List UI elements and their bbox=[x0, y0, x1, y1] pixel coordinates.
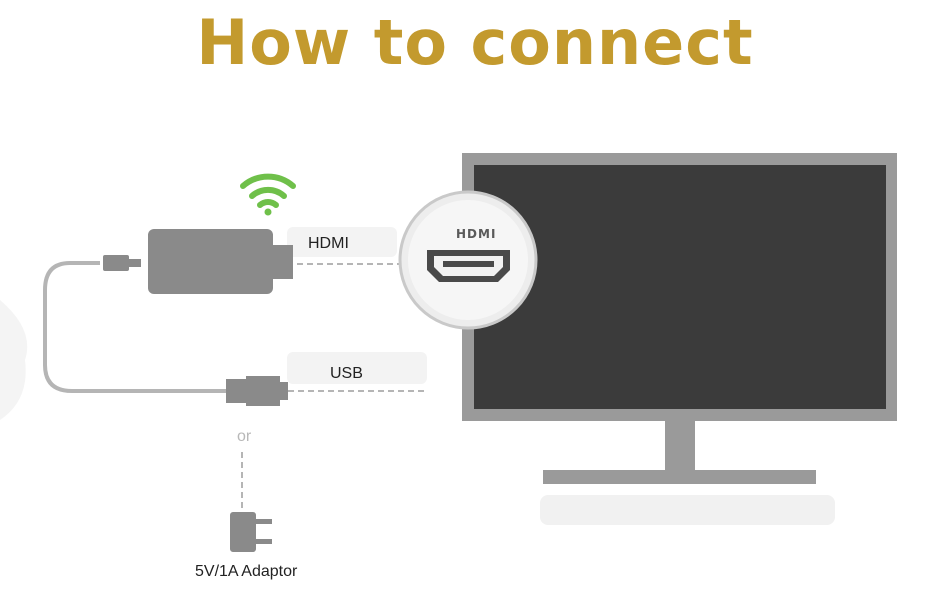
monitor-stand-base bbox=[543, 470, 816, 484]
hdmi-port-label: HDMI bbox=[456, 227, 497, 241]
usb-label: USB bbox=[330, 365, 363, 382]
dongle-icon bbox=[148, 229, 293, 294]
monitor-screen bbox=[474, 165, 886, 409]
hdmi-port-icon bbox=[398, 190, 538, 330]
adaptor-label: 5V/1A Adaptor bbox=[195, 563, 298, 580]
usb-cable bbox=[43, 261, 228, 393]
monitor-stand-neck bbox=[665, 421, 695, 473]
wifi-icon bbox=[240, 173, 296, 216]
usb-plug-icon bbox=[226, 376, 288, 406]
micro-usb-connector bbox=[103, 255, 129, 271]
page-title: How to connect bbox=[196, 6, 754, 79]
power-adaptor-icon bbox=[230, 512, 272, 552]
or-label: or bbox=[237, 428, 252, 445]
hdmi-label: HDMI bbox=[308, 235, 349, 252]
monitor-icon bbox=[462, 153, 897, 484]
